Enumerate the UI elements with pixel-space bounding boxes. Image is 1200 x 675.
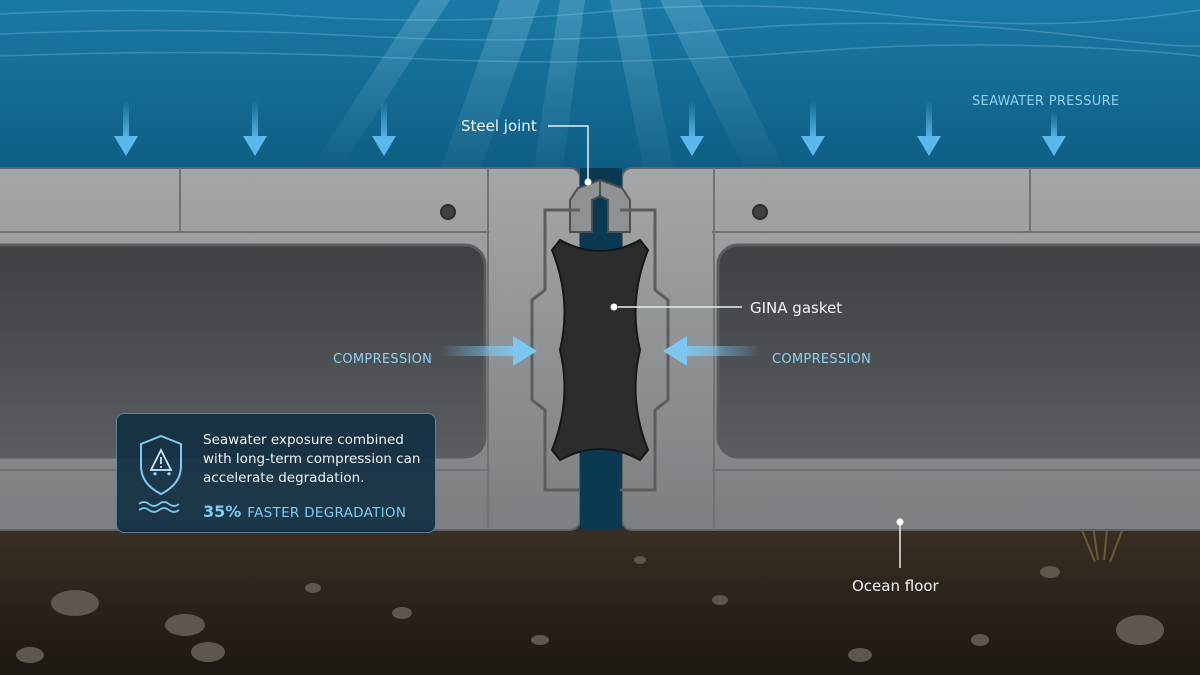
gina-gasket-label: GINA gasket [750,299,843,317]
seabed-rocks [16,556,1164,663]
compression-right-label: COMPRESSION [772,352,872,367]
degradation-stat: 35% FASTER DEGRADATION [203,502,406,521]
steel-joint-plates [569,178,631,233]
light-rays [310,0,790,200]
pressure-arrow [801,100,825,156]
seawater-pressure-label: SEAWATER PRESSURE [972,94,1120,109]
steel-joint-label: Steel joint [461,117,537,135]
gina-gasket [550,238,650,462]
compression-arrow-left [440,336,537,366]
stat-value: 35% [203,502,242,521]
gina-gasket-marker [610,303,618,311]
ocean-floor-label: Ocean floor [852,577,939,595]
stat-label: FASTER DEGRADATION [247,505,407,521]
steel-joint-marker [584,178,592,186]
pressure-arrows [114,100,1066,156]
pressure-arrow [114,100,138,156]
compression-left-label: COMPRESSION [333,352,433,367]
steel-joint-leader [548,125,589,180]
pressure-arrow [680,100,704,156]
pressure-arrow [372,100,396,156]
info-box-text: Seawater exposure combined with long-ter… [203,432,421,486]
right-tunnel-segment [621,167,1200,531]
compression-arrow-right [663,336,760,366]
ocean-floor [0,522,1200,675]
pressure-arrow [917,100,941,156]
degradation-info-box: Seawater exposure combined with long-ter… [116,413,436,533]
shield-warning-icon [138,434,182,513]
water-surface-ripples [0,5,1200,63]
ocean-floor-marker [896,518,904,526]
pressure-arrow [1042,112,1066,156]
pressure-arrow [243,100,267,156]
